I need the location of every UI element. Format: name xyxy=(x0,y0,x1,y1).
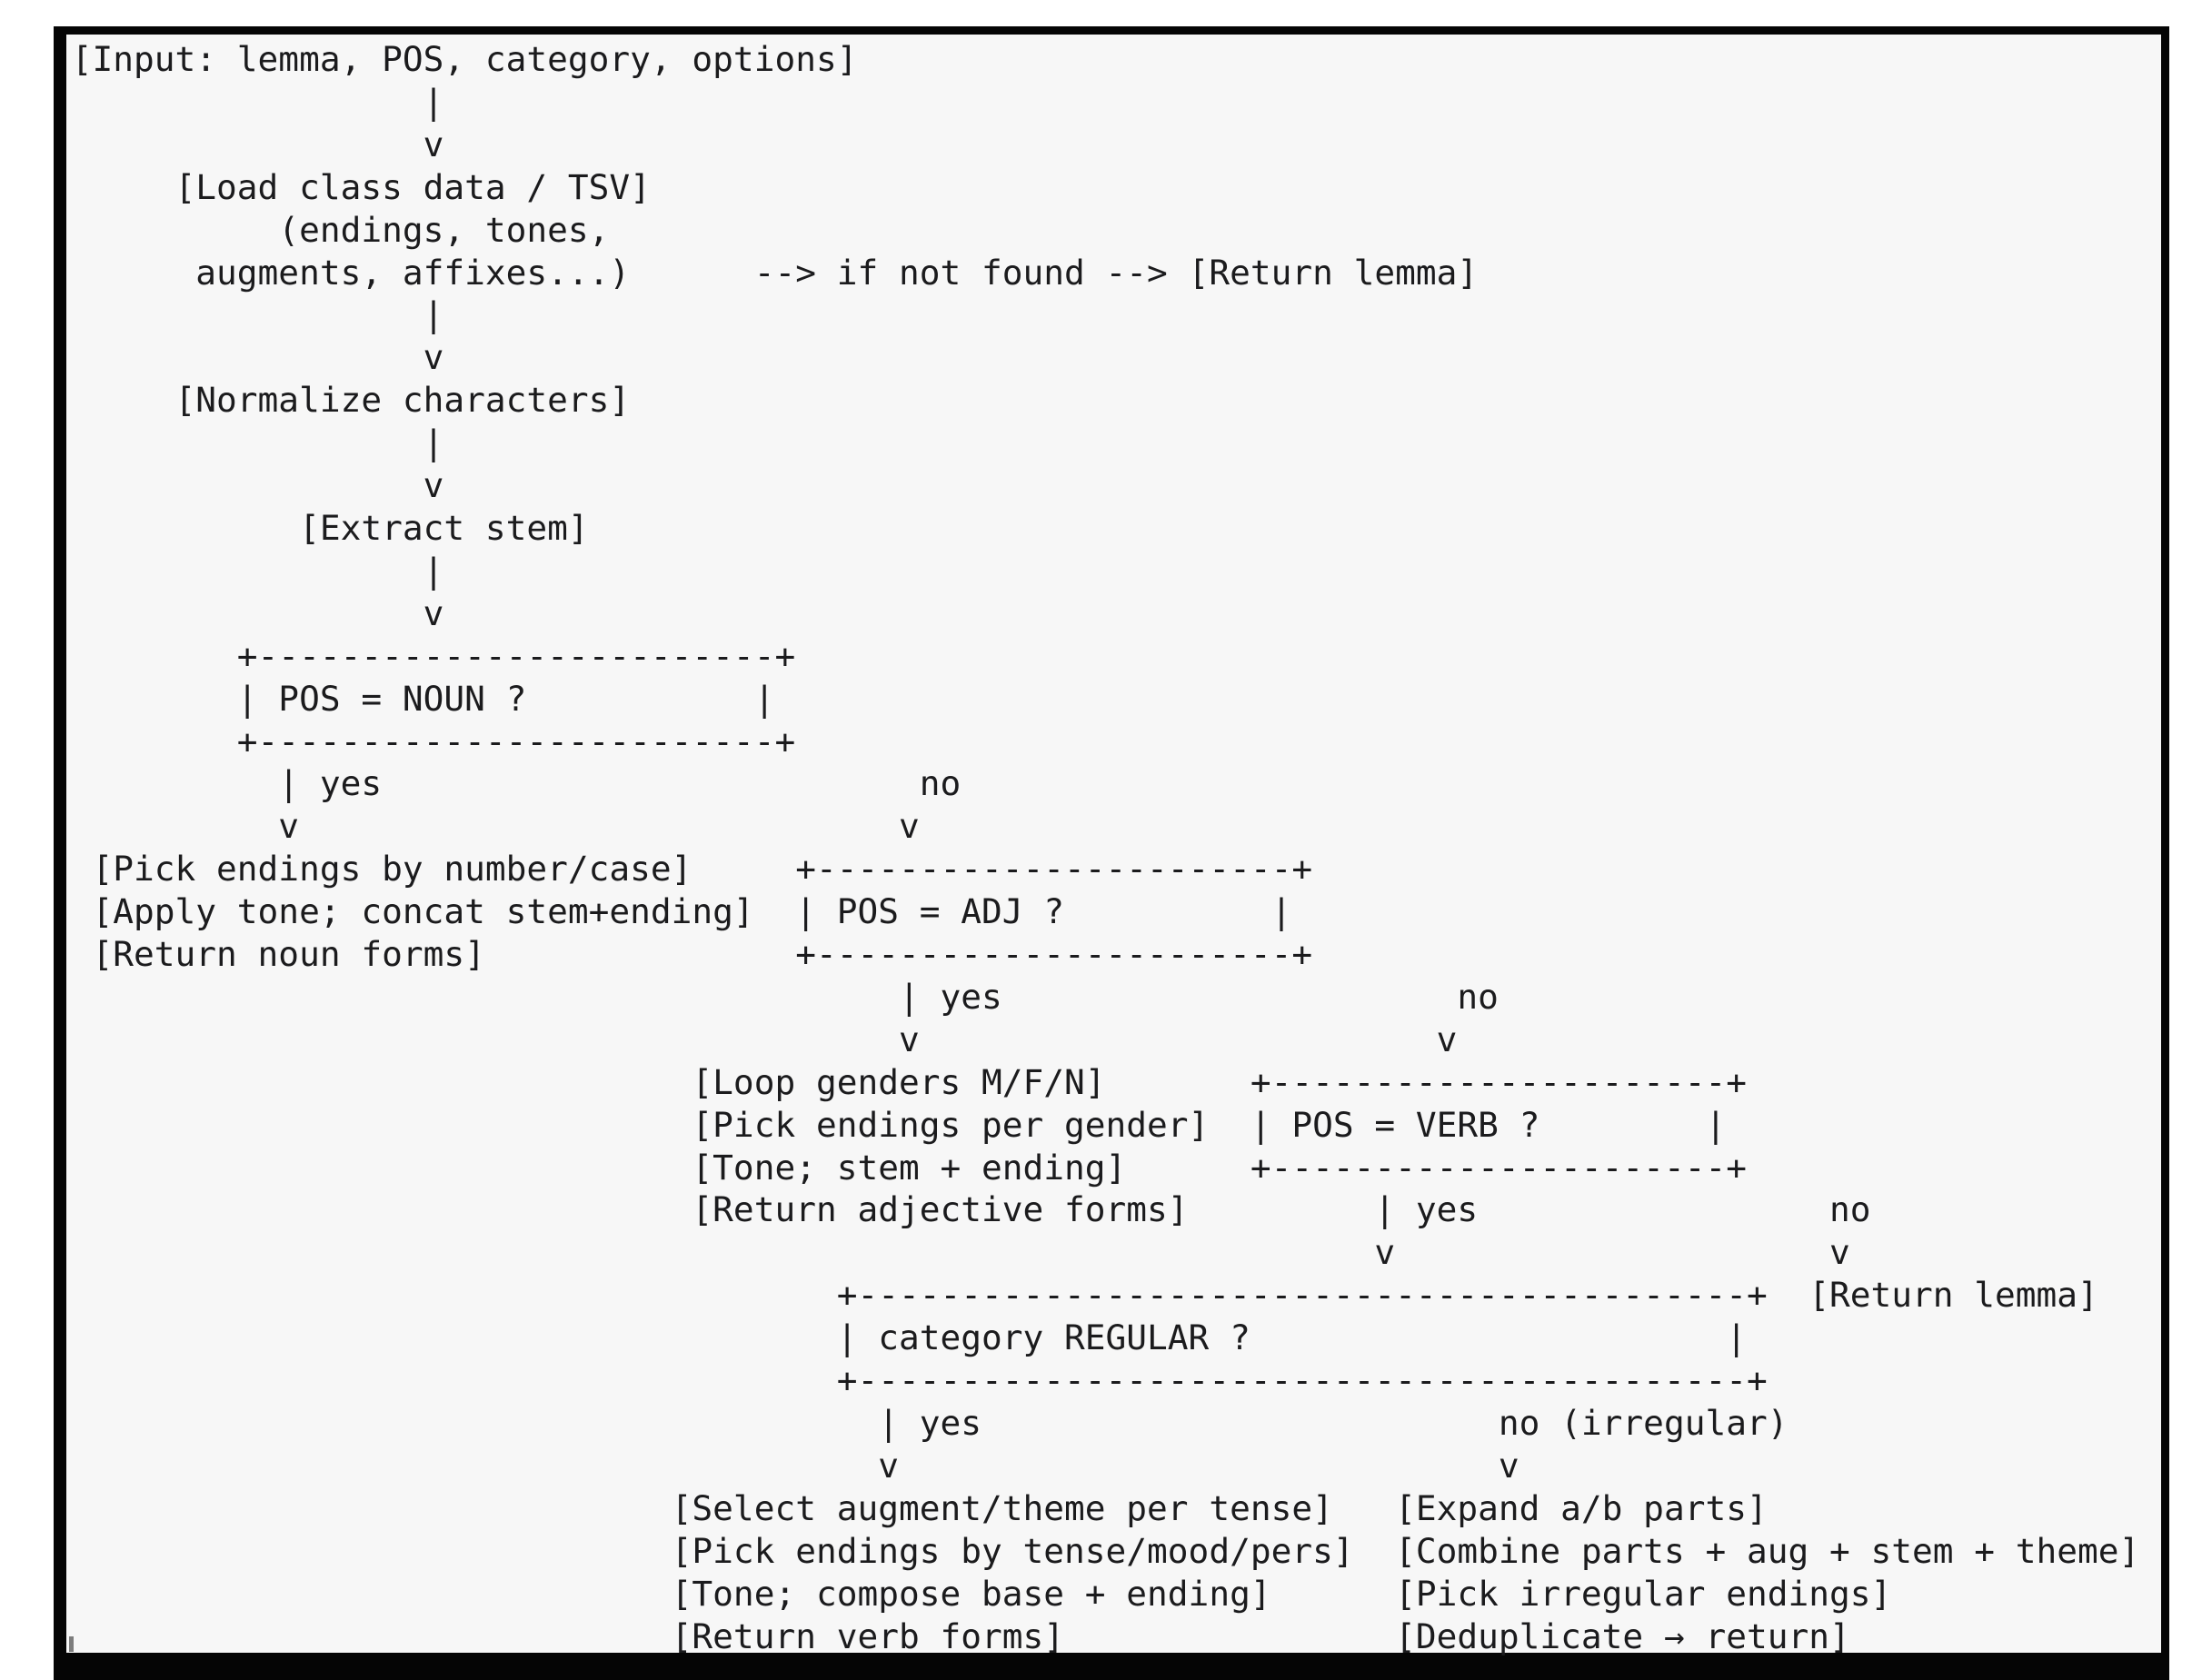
ascii-flowchart: [Input: lemma, POS, category, options] |… xyxy=(71,39,2140,1656)
text-cursor xyxy=(69,1636,74,1652)
content-frame xyxy=(54,26,2169,1680)
